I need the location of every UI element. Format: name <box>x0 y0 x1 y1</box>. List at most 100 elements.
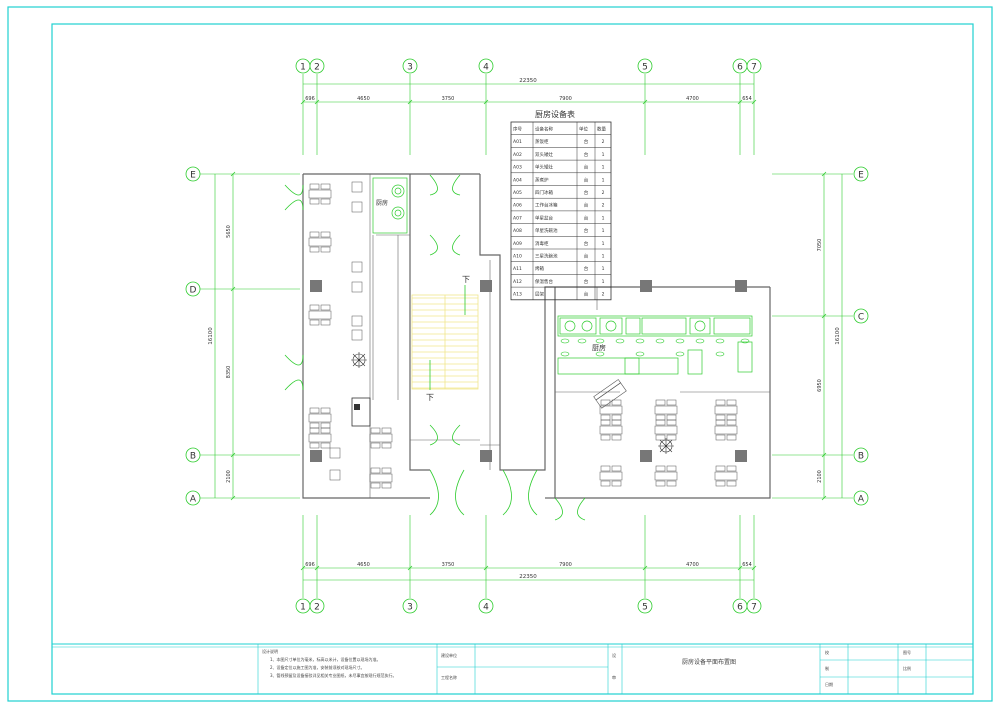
table-cell: 台 <box>584 176 589 183</box>
axis-label: 1 <box>300 63 306 73</box>
column <box>735 280 747 292</box>
dining-table <box>308 304 332 326</box>
door <box>284 354 304 366</box>
dining-table <box>654 399 678 421</box>
dining-table <box>714 399 738 421</box>
dimension-segment: 696 <box>305 562 315 568</box>
field-scale: 比例 <box>903 665 911 671</box>
service-counter <box>351 397 371 427</box>
dimension-segment: 654 <box>742 562 752 568</box>
table-cell: 1 <box>602 254 605 260</box>
kitchen-label-small: 厨房 <box>376 199 388 207</box>
field-design: 设 <box>612 652 616 658</box>
dining-furniture <box>308 181 738 489</box>
dimension-segment: 7050 <box>817 239 823 252</box>
dimension-segment: 7900 <box>559 96 572 102</box>
field-no: 图号 <box>903 649 911 655</box>
dining-table <box>308 427 332 449</box>
dimension-total: 16100 <box>208 327 214 345</box>
chair <box>351 315 363 327</box>
stair-down-label-1: 下 <box>462 275 470 284</box>
axis-gridlines <box>200 74 853 598</box>
axis-label: E <box>190 171 196 181</box>
column <box>310 450 322 462</box>
axis-label: 6 <box>737 63 743 73</box>
axis-bubble-2: 2 <box>309 598 325 614</box>
table-cell: 1 <box>602 228 605 234</box>
table-header-cell: 设备名称 <box>535 126 553 133</box>
dining-table <box>308 407 332 429</box>
table-cell: A06 <box>513 203 522 209</box>
dining-table <box>654 465 678 487</box>
sofa <box>593 379 627 409</box>
column <box>640 280 652 292</box>
dining-table <box>714 419 738 441</box>
staircase: 下 下 <box>411 275 479 402</box>
dimension-segment: 6950 <box>817 379 823 392</box>
chair <box>351 201 363 213</box>
table-cell: A13 <box>513 292 522 298</box>
dimension-segment: 3750 <box>442 562 455 568</box>
axis-label: B <box>190 452 196 462</box>
field-proof: 校 <box>825 649 829 655</box>
dimension-segment: 2100 <box>817 470 823 483</box>
axis-label: 4 <box>483 63 489 73</box>
chair <box>329 447 341 459</box>
note-1: 1、本图尺寸单位为毫米，标高以米计，设备位置以现场为准。 <box>270 656 381 662</box>
table-cell: 1 <box>602 165 605 171</box>
axis-label: 5 <box>642 63 648 73</box>
axis-label: 1 <box>300 603 306 613</box>
dimension-segment: 2100 <box>226 470 232 483</box>
axis-label: E <box>858 171 864 181</box>
door <box>429 469 465 516</box>
axis-bubble-5: 5 <box>637 598 653 614</box>
table-header-cell: 单位 <box>579 126 588 133</box>
dining-table <box>599 465 623 487</box>
table-cell: 台 <box>584 189 589 196</box>
axis-label: 4 <box>483 603 489 613</box>
table-cell: 台 <box>584 240 589 247</box>
kitchen-label-main: 厨房 <box>592 343 606 352</box>
door <box>554 497 586 521</box>
table-cell: 1 <box>602 241 605 247</box>
dimension-total: 16100 <box>835 327 841 345</box>
door <box>284 379 304 391</box>
column <box>310 280 322 292</box>
axis-bubble-3: 3 <box>402 598 418 614</box>
chair <box>351 329 363 341</box>
table-cell: 2 <box>602 139 605 145</box>
table-cell: 蒸煮炉 <box>535 176 549 183</box>
axis-bubble-A: A <box>185 490 201 506</box>
door <box>502 469 538 516</box>
table-cell: A02 <box>513 152 522 158</box>
axis-label: 3 <box>407 63 413 73</box>
outer-frame <box>7 6 993 702</box>
table-cell: 消毒柜 <box>535 240 549 247</box>
table-cell: A08 <box>513 228 522 234</box>
table-cell: 台 <box>584 164 589 171</box>
dimension-segment: 5650 <box>226 225 232 238</box>
title-block: 设计说明 1、本图尺寸单位为毫米，标高以米计，设备位置以现场为准。 2、设备定位… <box>52 643 973 694</box>
axis-label: 6 <box>737 603 743 613</box>
note-3: 3、管线预留及设备接驳详见相关专业图纸，未尽事宜按现行规范执行。 <box>270 672 397 678</box>
table-cell: 台 <box>584 265 589 272</box>
axis-bubble-4: 4 <box>478 58 494 74</box>
table-cell: 1 <box>602 279 605 285</box>
axis-bubble-7: 7 <box>746 58 762 74</box>
axis-bubble-D: D <box>185 281 201 297</box>
dimension-segment: 4650 <box>357 96 370 102</box>
table-cell: 1 <box>602 215 605 221</box>
table-cell: 台 <box>584 278 589 285</box>
stair-down-label-2: 下 <box>426 393 434 402</box>
axis-label: 5 <box>642 603 648 613</box>
field-name: 工程名称 <box>441 674 457 680</box>
table-cell: A07 <box>513 215 522 221</box>
table-cell: A04 <box>513 177 522 183</box>
chair <box>351 181 363 193</box>
table-cell: 1 <box>602 177 605 183</box>
dining-table <box>369 427 393 449</box>
column <box>480 450 492 462</box>
axis-bubble-B: B <box>853 447 869 463</box>
axis-bubble-A: A <box>853 490 869 506</box>
